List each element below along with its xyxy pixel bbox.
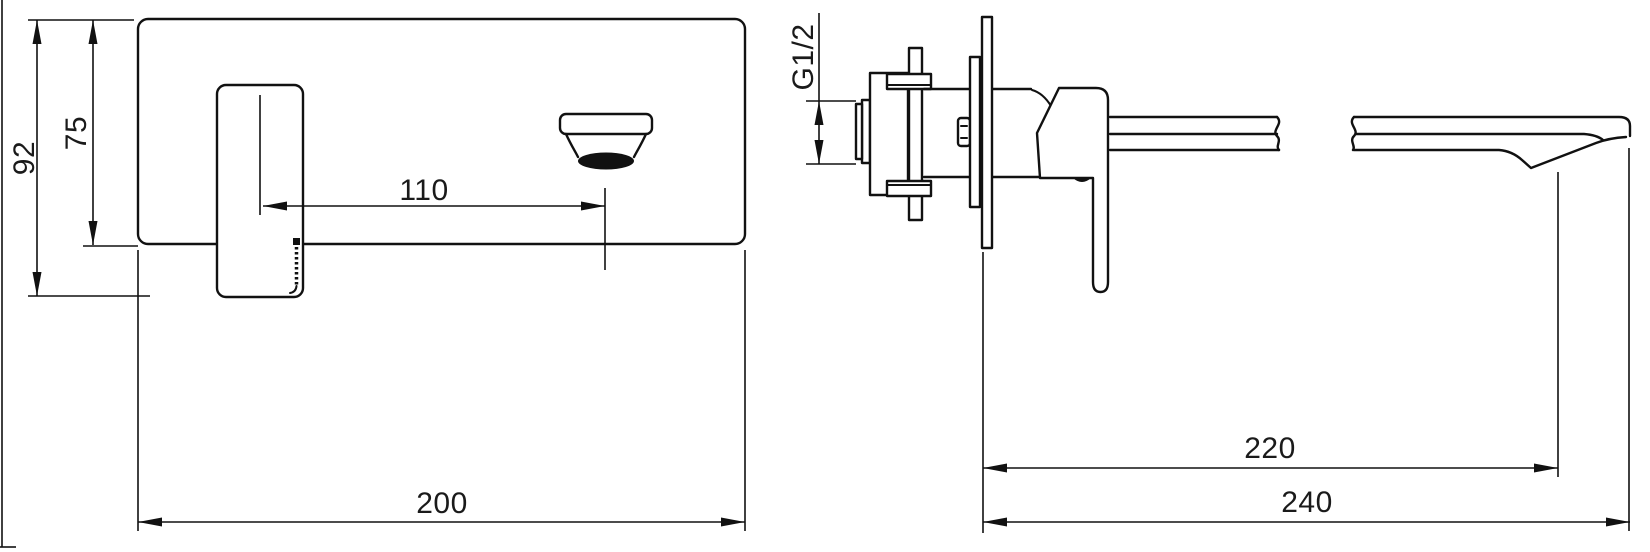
mounting-tabs [885,72,933,198]
mounting-plate [907,46,924,222]
dimension-overall-depth: 240 [983,148,1630,531]
aerator-outlet-icon [578,152,634,170]
dimension-plate-height: 75 [60,20,138,247]
inlet-nipple [854,98,872,165]
dim-label-240: 240 [1281,486,1333,519]
side-view: G1/2 [787,13,1632,533]
valve-body [868,71,910,197]
dim-label-220: 220 [1244,432,1296,465]
break-line [1274,115,1281,152]
dim-label-g12: G1/2 [787,23,820,90]
dimension-spout-offset: 110 [263,174,606,270]
break-line [1350,115,1357,152]
brand-logotype-icon [289,238,300,294]
handle-side [1031,86,1110,294]
escutcheon-plate [968,55,982,209]
dim-label-200: 200 [416,487,468,520]
retaining-clip [956,116,972,148]
front-view: 92 75 110 200 [8,17,747,531]
dim-label-92: 92 [8,141,41,175]
wall-plate-side [980,15,994,250]
dim-label-110: 110 [399,174,448,207]
dimension-plate-width: 200 [137,250,746,531]
dimension-spout-reach: 220 [982,172,1559,533]
sheet-border [0,0,16,548]
spout-side [1108,115,1632,170]
dimension-total-height: 92 [8,19,150,297]
dimension-inlet-thread: G1/2 [787,13,856,165]
dim-label-75: 75 [60,116,93,150]
spout-front [558,112,654,170]
set-screw-icon [1073,178,1091,182]
